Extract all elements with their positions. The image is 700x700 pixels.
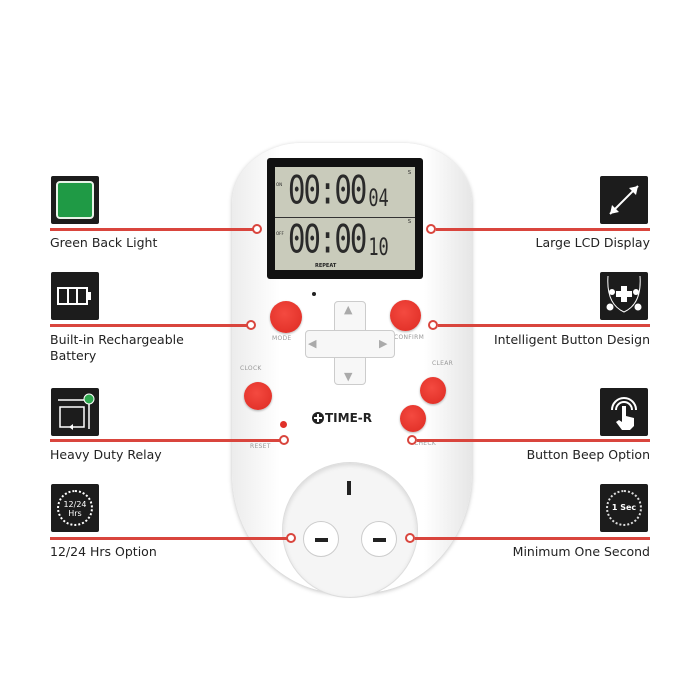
mode-label: MODE (272, 335, 292, 342)
up-arrow-icon[interactable]: ▲ (344, 303, 353, 316)
clear-label: CLEAR (432, 360, 454, 367)
connector-line (50, 537, 288, 540)
connector-line (436, 228, 650, 231)
feature-label: Minimum One Second (512, 544, 650, 559)
feature-label: Intelligent Button Design (493, 332, 650, 347)
connector-dot (286, 533, 296, 543)
left-arrow-icon[interactable]: ◀ (308, 337, 317, 350)
button-layout-icon (600, 272, 648, 320)
mode-button[interactable] (270, 301, 302, 333)
on-time: 00:00 (288, 167, 367, 213)
green-square-icon (51, 176, 99, 224)
off-label: OFF (276, 231, 284, 236)
icon-text: 1 Sec (606, 490, 642, 526)
live-pin-slot (303, 521, 339, 557)
brand-name: TIME-R (325, 411, 373, 425)
connector-line (438, 324, 650, 327)
on-seconds: 04 (368, 185, 389, 213)
connector-line (50, 324, 248, 327)
battery-icon (51, 272, 99, 320)
connector-line (417, 439, 650, 442)
check-button[interactable] (400, 405, 426, 432)
connector-dot (428, 320, 438, 330)
lcd-divider (275, 217, 415, 218)
clock-button[interactable] (244, 382, 272, 410)
reset-hole[interactable] (280, 421, 287, 428)
on-label: ON (276, 182, 283, 187)
right-arrow-icon[interactable]: ▶ (379, 337, 388, 350)
connector-dot (407, 435, 417, 445)
check-label: CHECK (414, 440, 437, 447)
brand-mark-icon (312, 412, 324, 424)
clock-label: CLOCK (240, 365, 262, 372)
connector-dot (426, 224, 436, 234)
connector-dot (405, 533, 415, 543)
down-arrow-icon[interactable]: ▼ (344, 370, 353, 383)
feature-label: 12/24 Hrs Option (50, 544, 157, 559)
connector-dot (279, 435, 289, 445)
feature-label: Heavy Duty Relay (50, 447, 162, 462)
feature-label: Large LCD Display (535, 235, 650, 250)
connector-dot (252, 224, 262, 234)
diagonal-arrow-icon (600, 176, 648, 224)
indicator-led (312, 292, 316, 296)
one-second-icon: 1 Sec (600, 484, 648, 532)
reset-label: RESET (250, 443, 271, 450)
off-seconds: 10 (368, 234, 389, 262)
confirm-button[interactable] (390, 300, 421, 331)
connector-line (415, 537, 650, 540)
connector-dot (246, 320, 256, 330)
unit-label: S (407, 170, 411, 176)
connector-line (50, 439, 282, 442)
connector-line (50, 228, 255, 231)
relay-circuit-icon (51, 388, 99, 436)
unit-label: S (407, 219, 411, 225)
dpad-horizontal[interactable] (305, 330, 395, 358)
neutral-pin-slot (361, 521, 397, 557)
feature-label: Green Back Light (50, 235, 158, 250)
icon-text: 12/24 (63, 500, 87, 509)
confirm-label: CONFIRM (394, 334, 425, 341)
repeat-label: REPEAT (315, 263, 337, 269)
earth-pin-slot (347, 481, 351, 495)
icon-text: Hrs (68, 509, 82, 518)
clear-button[interactable] (420, 377, 446, 404)
feature-label: Button Beep Option (526, 447, 650, 462)
socket (282, 462, 418, 598)
off-time: 00:00 (288, 216, 367, 262)
feature-label: Built-in Rechargeable Battery (50, 332, 184, 363)
brand-logo: TIME-R (312, 411, 372, 425)
touch-beep-icon (600, 388, 648, 436)
